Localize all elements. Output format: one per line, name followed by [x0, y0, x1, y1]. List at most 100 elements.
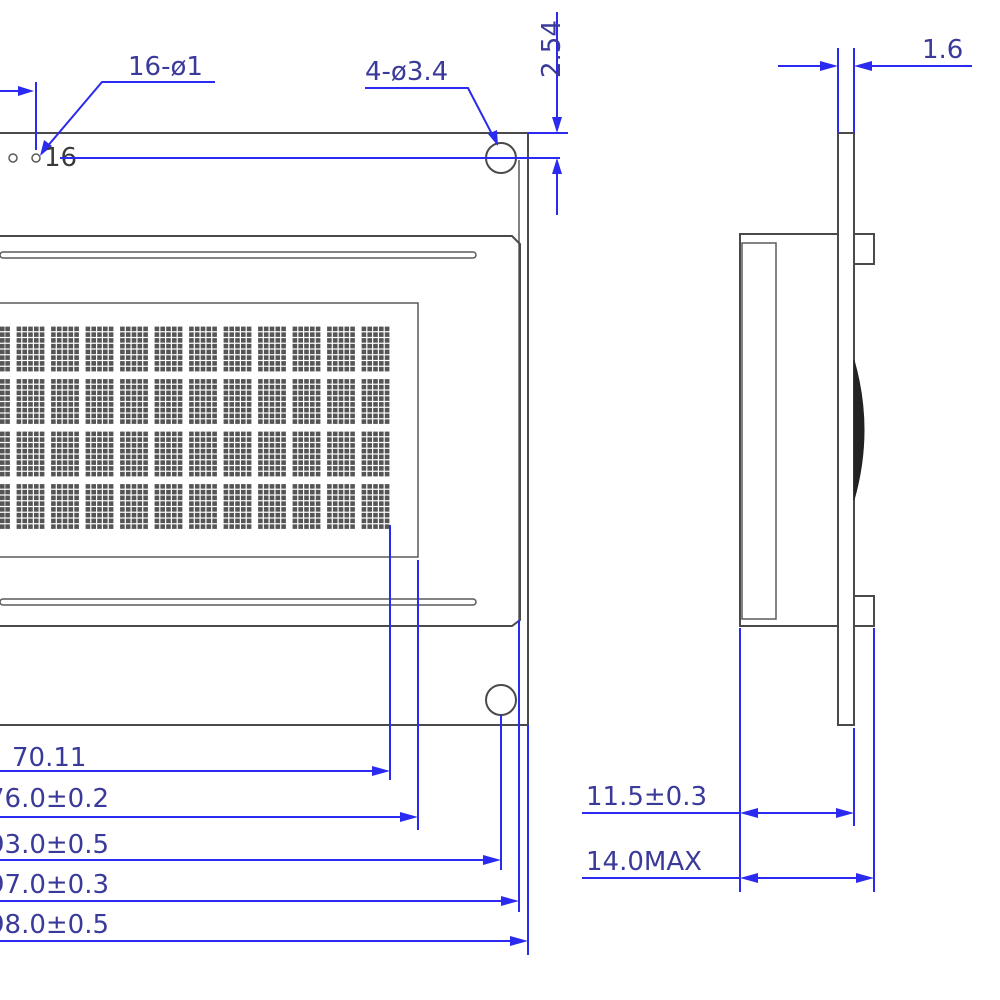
pixel-dot — [258, 379, 263, 384]
pixel-dot — [206, 343, 212, 349]
pixel-dot — [189, 460, 194, 465]
pixel-dot — [160, 349, 165, 355]
pixel-dot — [97, 437, 102, 442]
pixel-dot — [344, 466, 350, 471]
pixel-dot — [74, 466, 79, 471]
pixel-dot — [120, 431, 125, 437]
pixel-dot — [338, 448, 344, 454]
pixel-dot — [108, 326, 114, 332]
pixel-dot — [120, 332, 125, 337]
pixel-dot — [125, 419, 131, 424]
pixel-dot — [373, 512, 378, 518]
pixel-dot — [269, 379, 275, 384]
pixel-dot — [263, 501, 269, 506]
pixel-dot — [172, 512, 177, 518]
pixel-dot — [0, 349, 5, 355]
pixel-dot — [235, 332, 240, 337]
pixel-dot — [131, 431, 137, 437]
pixel-dot — [172, 448, 177, 454]
pixel-dot — [298, 431, 303, 437]
pixel-dot — [292, 512, 298, 518]
pixel-dot — [275, 484, 281, 489]
pixel-dot — [292, 338, 298, 343]
pixel-dot — [384, 507, 390, 512]
pixel-dot — [177, 402, 183, 407]
pixel-dot — [361, 431, 367, 437]
pixel-dot — [85, 396, 91, 401]
character-cell — [223, 484, 252, 529]
pixel-dot — [143, 419, 148, 424]
pixel-dot — [229, 366, 234, 372]
pixel-dot — [22, 355, 27, 360]
pixel-dot — [361, 448, 367, 454]
pixel-dot — [154, 379, 160, 384]
pixel-dot — [229, 443, 234, 448]
pixel-dot — [275, 355, 281, 360]
pixel-dot — [28, 326, 33, 332]
pixel-dot — [172, 332, 177, 337]
pixel-dot — [131, 518, 137, 524]
pixel-dot — [384, 454, 390, 460]
pixel-dot — [103, 419, 108, 424]
pixel-dot — [177, 349, 183, 355]
pixel-dot — [166, 484, 171, 489]
pixel-dot — [229, 413, 234, 419]
pixel-dot — [269, 431, 275, 437]
pixel-dot — [292, 466, 298, 471]
pixel-dot — [131, 366, 137, 372]
pixel-dot — [160, 431, 165, 437]
pixel-dot — [56, 343, 62, 349]
pixel-dot — [137, 495, 143, 501]
pixel-dot — [22, 366, 27, 372]
pixel-dot — [310, 419, 315, 424]
pixel-dot — [200, 338, 206, 343]
pixel-dot — [310, 507, 315, 512]
pixel-dot — [68, 402, 74, 407]
pixel-dot — [0, 396, 5, 401]
pixel-dot — [22, 419, 27, 424]
pixel-dot — [125, 466, 131, 471]
pixel-dot — [137, 355, 143, 360]
pixel-dot — [125, 396, 131, 401]
pixel-dot — [125, 332, 131, 337]
pixel-dot — [194, 396, 200, 401]
pixel-dot — [34, 471, 39, 477]
pixel-dot — [292, 448, 298, 454]
pixel-dot — [200, 343, 206, 349]
pixel-dot — [281, 326, 286, 332]
pixel-dot — [206, 471, 212, 477]
pixel-dot — [74, 419, 79, 424]
pixel-dot — [327, 518, 332, 524]
pixel-dot — [97, 471, 102, 477]
pixel-dot — [206, 484, 212, 489]
pixel-dot — [56, 460, 62, 465]
pixel-dot — [120, 454, 125, 460]
arrow-93 — [483, 855, 501, 865]
pixel-dot — [97, 489, 102, 495]
pixel-dot — [97, 448, 102, 454]
pixel-dot — [200, 355, 206, 360]
pixel-dot — [85, 466, 91, 471]
pixel-dot — [315, 524, 321, 529]
pixel-dot — [68, 396, 74, 401]
pixel-dot — [281, 338, 286, 343]
pixel-dot — [166, 454, 171, 460]
pixel-dot — [103, 518, 108, 524]
pixel-dot — [103, 489, 108, 495]
pixel-dot — [384, 355, 390, 360]
pixel-dot — [22, 384, 27, 390]
pixel-dot — [91, 338, 96, 343]
pixel-dot — [212, 524, 217, 529]
pixel-dot — [137, 407, 143, 413]
pixel-dot — [74, 512, 79, 518]
pixel-dot — [344, 366, 350, 372]
pixel-dot — [229, 507, 234, 512]
pixel-dot — [235, 460, 240, 465]
pixel-dot — [137, 419, 143, 424]
pixel-dot — [246, 471, 252, 477]
pixel-dot — [379, 454, 384, 460]
pixel-dot — [91, 332, 96, 337]
pixel-dot — [229, 343, 234, 349]
pixel-dot — [367, 343, 372, 349]
pixel-dot — [315, 501, 321, 506]
